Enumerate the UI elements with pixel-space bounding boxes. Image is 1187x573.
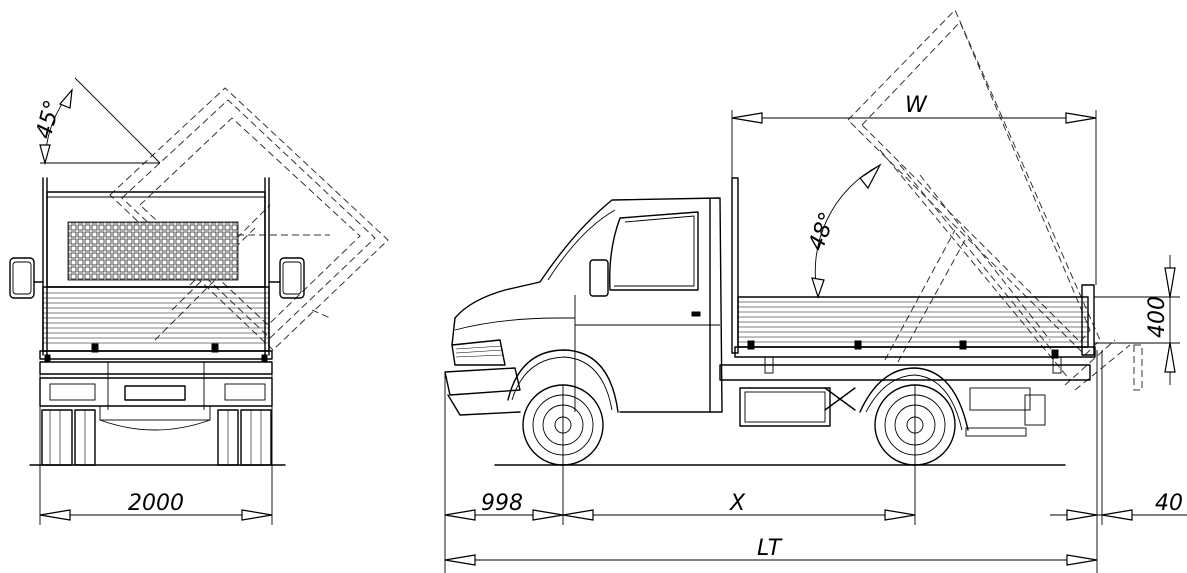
side-height-dimension: 400 — [1094, 255, 1180, 385]
rear-width-dimension: 2000 — [39, 372, 273, 525]
length-dimensions: 998 X 40 LT — [444, 350, 1187, 573]
rear-mesh-panel — [67, 221, 239, 281]
rear-view: 45° 2000 — [9, 77, 389, 525]
side-tip-angle-label: 48° — [804, 209, 841, 254]
front-overhang-value: 998 — [481, 491, 523, 516]
rear-chassis — [39, 361, 273, 466]
total-length-label: LT — [757, 536, 783, 561]
side-view: 48° W 400 — [444, 9, 1187, 573]
side-height-value: 400 — [1145, 296, 1170, 338]
wheelbase-label: X — [729, 491, 746, 516]
side-tip-angle-annotation: 48° — [804, 163, 882, 299]
rear-body — [39, 177, 273, 362]
rear-mirrors — [9, 257, 305, 299]
side-chassis — [719, 364, 1091, 437]
side-tipped-body-outline — [847, 9, 1143, 391]
side-tipper-body — [731, 177, 1096, 374]
rear-width-value: 2000 — [128, 491, 184, 516]
side-cab — [444, 197, 723, 416]
rear-tip-angle-label: 45° — [32, 97, 66, 141]
rear-tipped-body-outline — [109, 87, 389, 351]
body-width-dimension: W — [731, 93, 1097, 285]
rear-gap-value: 40 — [1155, 491, 1183, 516]
body-width-label: W — [905, 93, 928, 118]
rear-tip-angle-annotation: 45° — [32, 77, 161, 166]
